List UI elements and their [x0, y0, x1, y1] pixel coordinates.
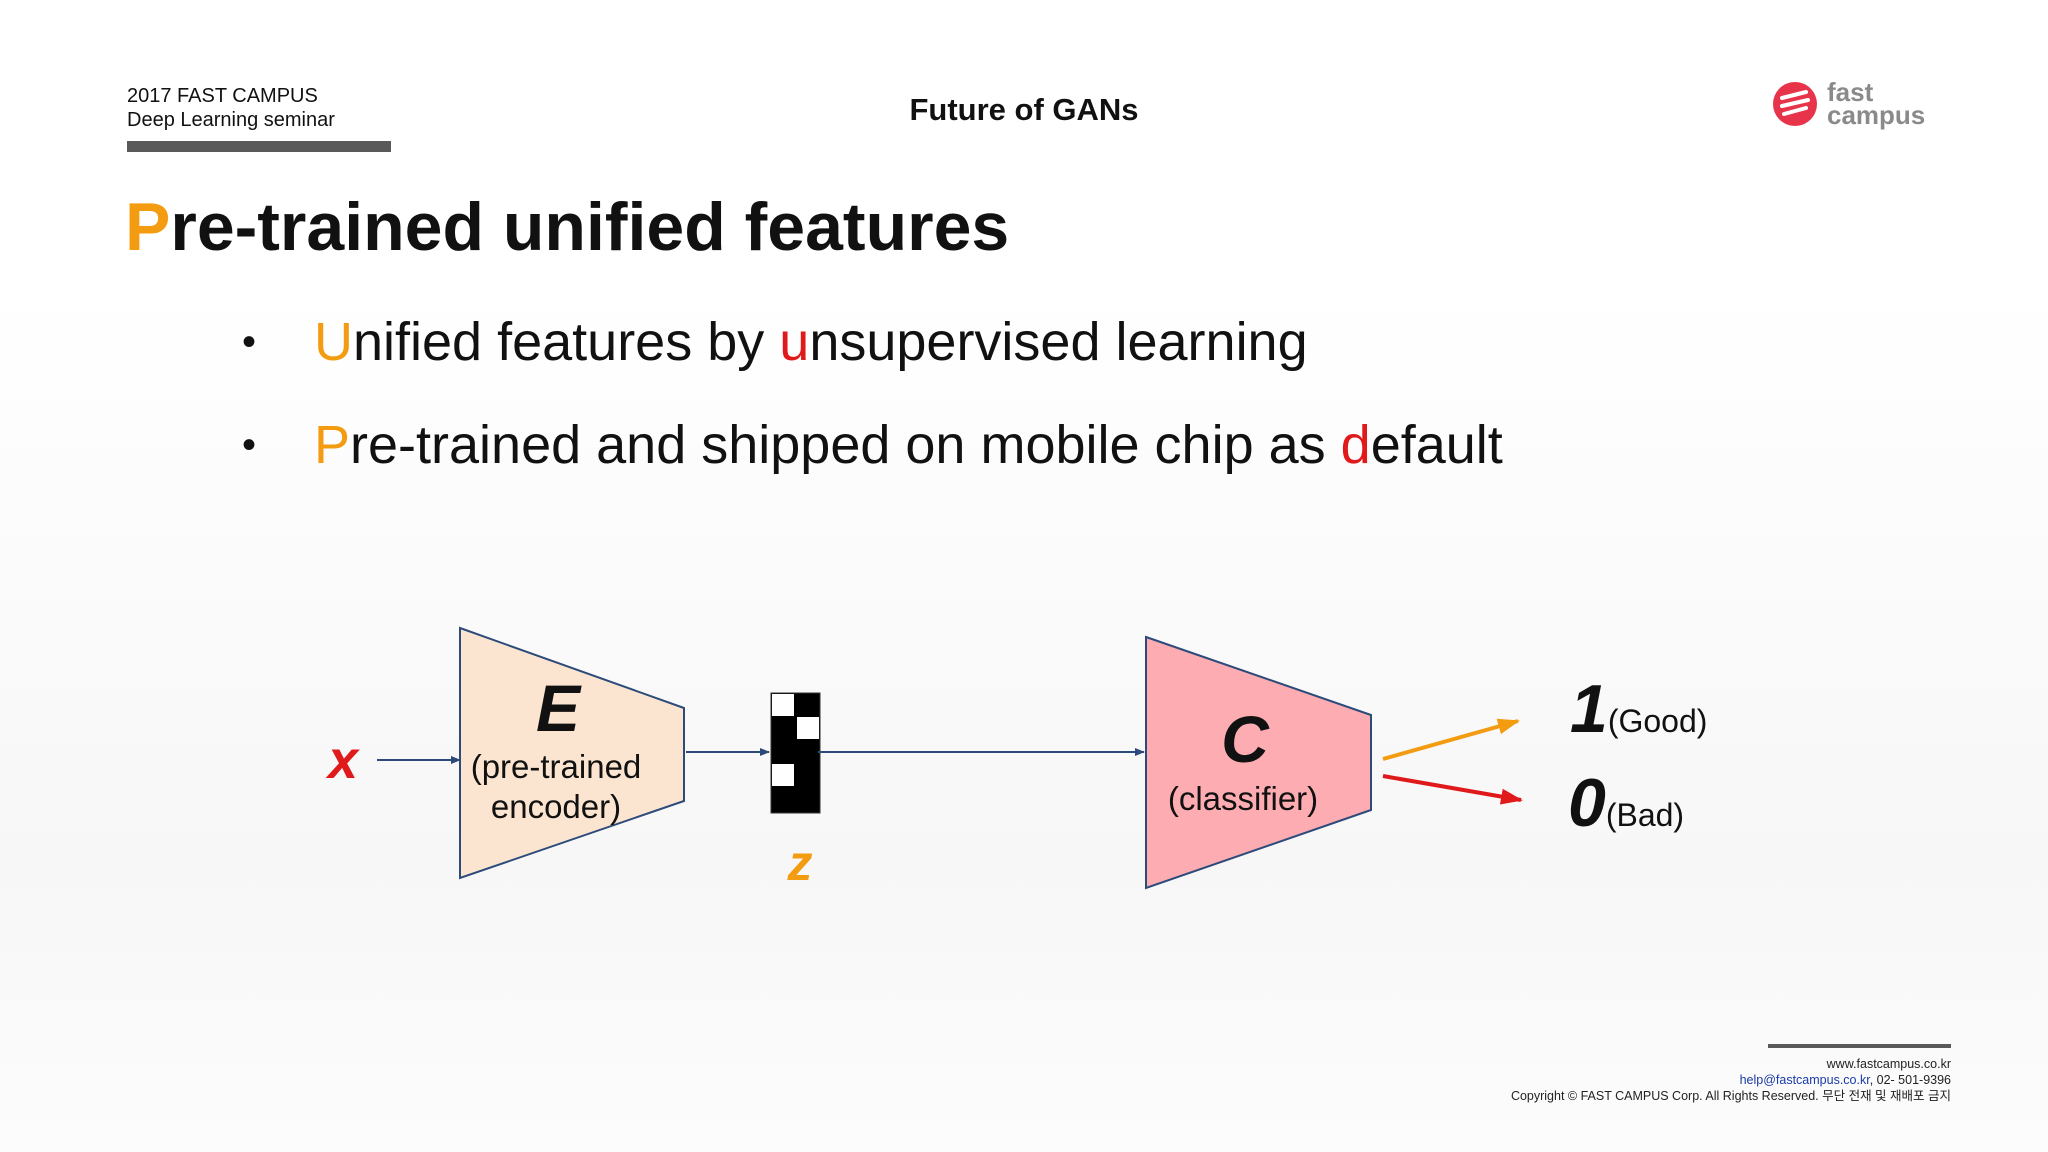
encoder-trapezoid: [459, 626, 685, 880]
seminar-header: 2017 FAST CAMPUS Deep Learning seminar: [127, 84, 335, 132]
bad-output-arrow: [1382, 774, 1523, 805]
bad-output: 0(Bad): [1568, 765, 1684, 841]
footer-divider: [1768, 1044, 1951, 1048]
bullet-accent: U: [314, 312, 353, 372]
fastcampus-logo-text: fast campus: [1827, 77, 1926, 130]
bullet-dot: •: [242, 320, 257, 364]
fastcampus-logo-icon: [1773, 82, 1817, 126]
good-output: 1(Good): [1570, 671, 1707, 747]
encoder-label-line1: (pre-trained: [471, 748, 642, 785]
footer: www.fastcampus.co.kr help@fastcampus.co.…: [1511, 1056, 1951, 1104]
bad-output-value: 0: [1568, 765, 1606, 841]
latent-vector-z: [770, 692, 821, 814]
footer-contact: help@fastcampus.co.kr, 02- 501-9396: [1511, 1072, 1951, 1088]
bullet-accent-red: u: [779, 312, 810, 372]
slide-section-title: Future of GANs: [909, 92, 1139, 127]
bullet-text: efault: [1370, 415, 1503, 475]
header-divider: [127, 141, 391, 152]
bullet-dot: •: [242, 423, 257, 467]
classifier-trapezoid: [1145, 635, 1372, 890]
classifier-label: (classifier): [1168, 780, 1318, 817]
title-accent: P: [125, 189, 171, 265]
slide-title: Pre-trained unified features: [125, 188, 1009, 266]
bullet-text: nsupervised learning: [809, 312, 1308, 372]
footer-website: www.fastcampus.co.kr: [1826, 1057, 1951, 1071]
latent-label-z: z: [787, 835, 813, 891]
bullet-item: • Pre-trained and shipped on mobile chip …: [242, 415, 1503, 475]
good-output-value: 1: [1570, 671, 1608, 747]
classifier-letter: C: [1221, 702, 1270, 776]
bullet-list: • Unified features by unsupervised learni…: [242, 312, 1503, 518]
encoder-letter: E: [536, 671, 582, 745]
logo-line-2: campus: [1827, 100, 1926, 130]
input-label-x: x: [325, 730, 360, 790]
good-output-label: (Good): [1608, 703, 1708, 739]
footer-copyright: Copyright © FAST CAMPUS Corp. All Rights…: [1510, 1089, 1951, 1103]
encoder-label-line2: encoder): [491, 788, 621, 825]
footer-email: help@fastcampus.co.kr: [1739, 1073, 1870, 1087]
header-line-1: 2017 FAST CAMPUS: [127, 85, 318, 107]
bullet-item: • Unified features by unsupervised learni…: [242, 312, 1503, 372]
bullet-text: nified features by: [353, 312, 780, 372]
good-output-arrow: [1382, 718, 1520, 761]
bad-output-label: (Bad): [1606, 797, 1684, 833]
bullet-text: re-trained and shipped on mobile chip as: [350, 415, 1341, 475]
footer-phone: , 02- 501-9396: [1869, 1073, 1951, 1087]
logo-line-1: fast: [1827, 77, 1874, 107]
bullet-accent: P: [314, 415, 351, 475]
bullet-accent-red: d: [1340, 415, 1371, 475]
title-text: re-trained unified features: [170, 189, 1010, 265]
header-line-2: Deep Learning seminar: [127, 109, 335, 131]
